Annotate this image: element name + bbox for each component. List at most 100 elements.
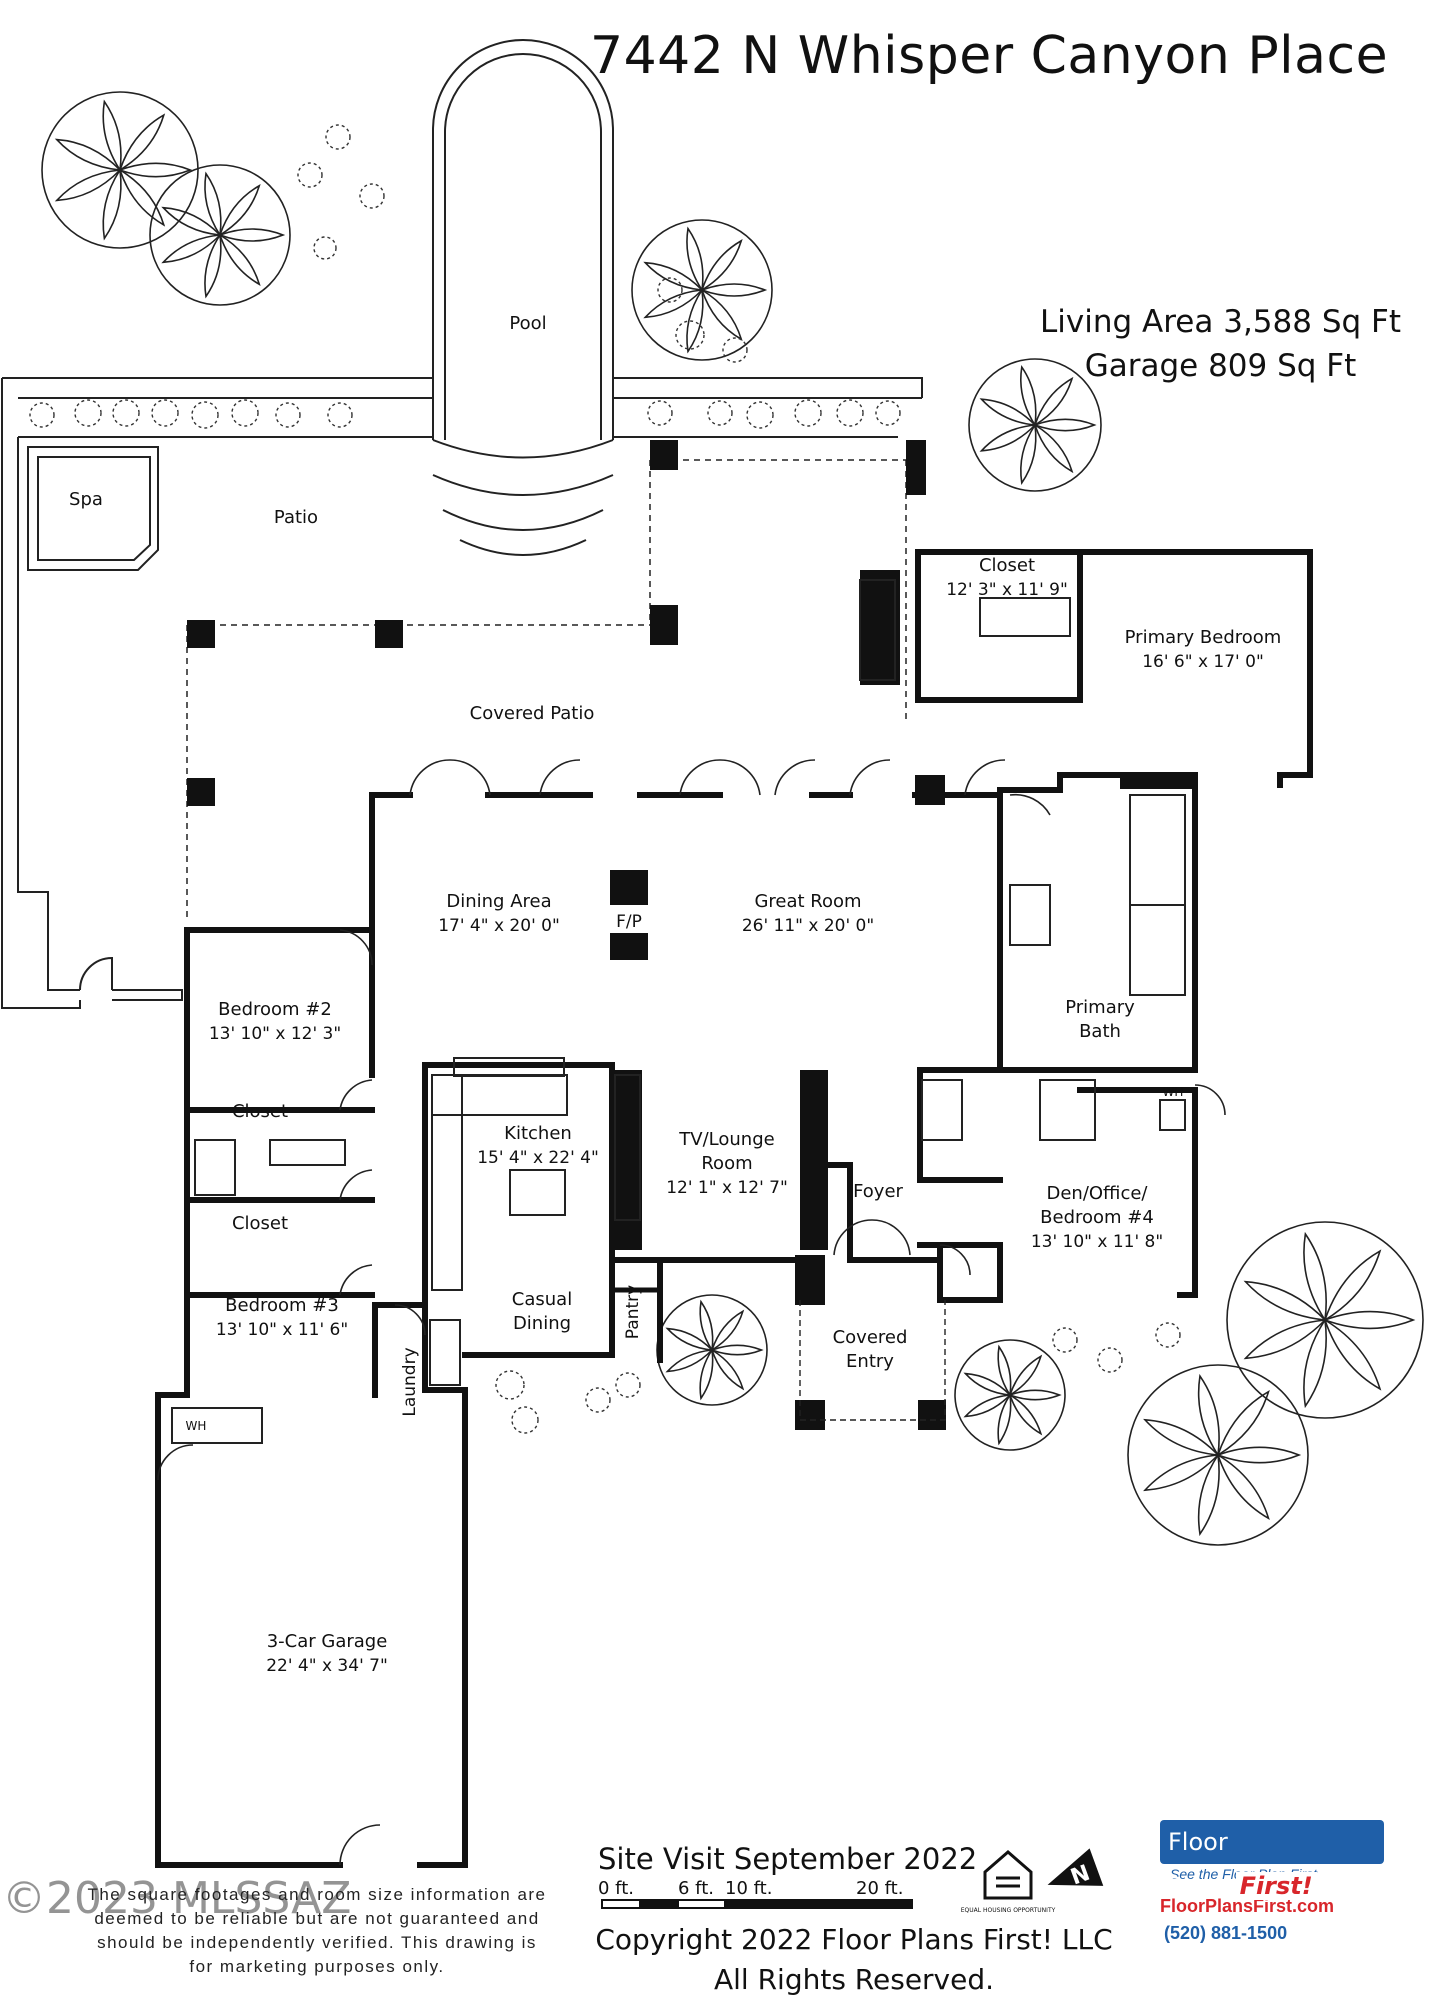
shrub xyxy=(297,162,323,188)
tree-canopy xyxy=(149,164,291,306)
shrub xyxy=(585,1387,611,1413)
scale-label-0: 0 ft. xyxy=(598,1878,634,1899)
shrub xyxy=(511,1406,539,1434)
tree-branch xyxy=(701,289,743,341)
tree-branch xyxy=(1324,1310,1416,1330)
shrub xyxy=(29,402,55,428)
tree-branch xyxy=(686,289,704,354)
tree-canopy xyxy=(631,219,773,361)
patio-columns xyxy=(187,440,1195,1430)
tree-branch xyxy=(102,169,122,241)
tree-canopy xyxy=(1226,1221,1424,1419)
tree-branch xyxy=(1034,418,1097,432)
shrub xyxy=(359,183,385,209)
tree-branch xyxy=(665,1349,713,1373)
landscape-shrubs xyxy=(29,124,1181,1434)
tree-branch xyxy=(204,171,222,236)
tree-branch xyxy=(699,1349,714,1401)
room-label-pool: Pool xyxy=(509,313,547,334)
shrub xyxy=(495,1370,525,1400)
shrub xyxy=(675,320,705,350)
tree-branch xyxy=(102,99,122,171)
room-label-foyer: Foyer xyxy=(853,1181,903,1202)
shrub xyxy=(1155,1322,1181,1348)
room-label-pantry: Pantry xyxy=(623,1284,643,1340)
tree-branch xyxy=(1009,1389,1062,1401)
tree-branch xyxy=(1143,1418,1219,1456)
tree-branch xyxy=(1034,424,1074,474)
tree-branch xyxy=(161,234,221,264)
tree-branch xyxy=(1197,1454,1220,1537)
exterior-walls xyxy=(155,549,1313,1868)
pool-outline xyxy=(432,39,614,556)
tree-branch xyxy=(1303,1319,1327,1409)
tree-branch xyxy=(219,228,286,242)
shrub xyxy=(875,400,901,426)
patio-outline xyxy=(1,377,923,1009)
tree-branch xyxy=(161,206,221,236)
tree-branch xyxy=(665,1327,713,1351)
shrub xyxy=(1097,1347,1123,1373)
tree-branch xyxy=(1243,1280,1326,1321)
room-label-laundry: Laundry xyxy=(400,1347,420,1417)
tree-branch xyxy=(1303,1231,1327,1321)
tree-branch xyxy=(701,283,768,297)
water-heater-label-bath: WH xyxy=(1162,1085,1184,1099)
shrub xyxy=(313,236,337,260)
tree-branch xyxy=(997,1394,1012,1446)
tree-branch xyxy=(711,1344,764,1356)
tree-branch xyxy=(54,169,121,202)
covered-entry-outline xyxy=(799,1300,946,1421)
shrub xyxy=(151,399,179,427)
shrub xyxy=(231,399,259,427)
water-heater-label-garage: WH xyxy=(185,1419,207,1433)
tree-branch xyxy=(1324,1249,1382,1321)
tree-branch xyxy=(1324,1319,1382,1391)
tree-canopy xyxy=(41,91,199,249)
living-area-text: Living Area 3,588 Sq Ft xyxy=(1040,304,1402,340)
tree-canopy xyxy=(1127,1364,1309,1546)
tree-branch xyxy=(686,226,704,291)
tree-branch xyxy=(119,169,166,227)
shrub xyxy=(191,401,219,429)
watermark-text: ©2023 MLSSAZ xyxy=(2,1873,352,1924)
tree-branch xyxy=(119,162,193,178)
tree-branch xyxy=(1020,364,1037,426)
scale-label-20: 20 ft. xyxy=(856,1878,904,1899)
tree-branch xyxy=(963,1372,1011,1396)
shrub xyxy=(615,1372,641,1398)
tree-branch xyxy=(643,289,703,319)
shrub xyxy=(327,402,353,428)
tree-branch xyxy=(1009,1354,1043,1396)
tree-canopy xyxy=(968,358,1102,492)
tree-branch xyxy=(54,138,121,171)
scale-label-10: 10 ft. xyxy=(725,1878,773,1899)
tree-canopy xyxy=(954,1339,1066,1451)
equal-housing-label: EQUAL HOUSING OPPORTUNITY xyxy=(961,1907,1056,1914)
scale-bar xyxy=(601,1899,913,1909)
tree-branch xyxy=(219,184,261,236)
door-swings xyxy=(157,759,1226,1866)
tree-branch xyxy=(979,398,1036,426)
tree-branch xyxy=(963,1394,1011,1418)
shrub xyxy=(112,399,140,427)
tree-branch xyxy=(1217,1389,1270,1456)
tree-branch xyxy=(997,1344,1012,1396)
shrub xyxy=(836,399,864,427)
shrub xyxy=(275,402,301,428)
